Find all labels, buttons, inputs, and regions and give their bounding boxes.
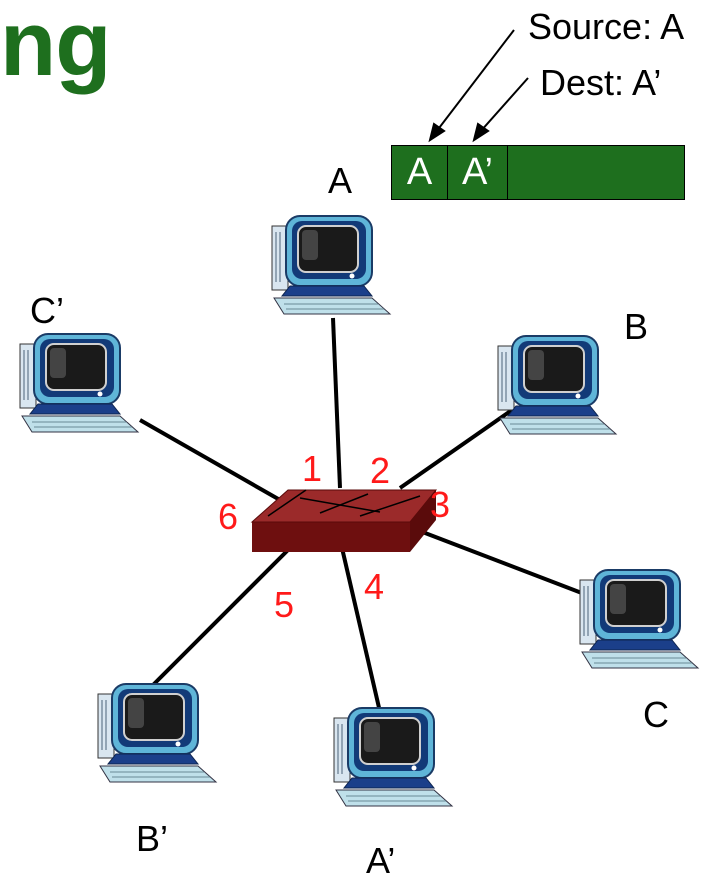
switch-icon	[250, 489, 438, 552]
host-C-computer-icon	[579, 569, 699, 669]
port-1: 1	[302, 448, 323, 489]
host-B-label: B	[624, 306, 649, 347]
link-A-prime	[340, 547, 382, 713]
link-C-prime	[139, 418, 281, 502]
host-A-label: A	[328, 160, 353, 201]
dest-label: Dest: A’	[540, 62, 662, 103]
frame-arrows	[428, 29, 529, 143]
frame-source-field: A	[392, 146, 448, 199]
port-4: 4	[364, 566, 385, 607]
ethernet-frame: A A’	[391, 145, 685, 200]
host-C-prime-label: C’	[30, 290, 64, 331]
link-A	[331, 317, 342, 489]
port-3: 3	[430, 484, 451, 525]
host-A-prime-label: A’	[366, 840, 396, 881]
host-B-computer-icon	[497, 335, 617, 435]
link-B	[398, 408, 514, 490]
link-B-prime	[148, 546, 292, 690]
source-label: Source: A	[528, 6, 685, 47]
host-C-label: C	[643, 694, 669, 735]
dest-arrow	[479, 77, 529, 133]
host-A-computer-icon	[271, 215, 391, 315]
frame-dest-field: A’	[448, 146, 508, 199]
links	[139, 317, 601, 713]
port-2: 2	[370, 450, 391, 491]
host-C-prime-computer-icon	[19, 333, 139, 433]
host-A-prime-computer-icon	[333, 707, 453, 807]
page-title-fragment: ng	[0, 0, 111, 95]
host-B-prime-label: B’	[136, 818, 169, 859]
link-C	[411, 526, 601, 602]
source-arrow	[435, 29, 515, 133]
port-6: 6	[218, 496, 239, 537]
port-5: 5	[274, 584, 295, 625]
host-B-prime-computer-icon	[97, 683, 217, 783]
